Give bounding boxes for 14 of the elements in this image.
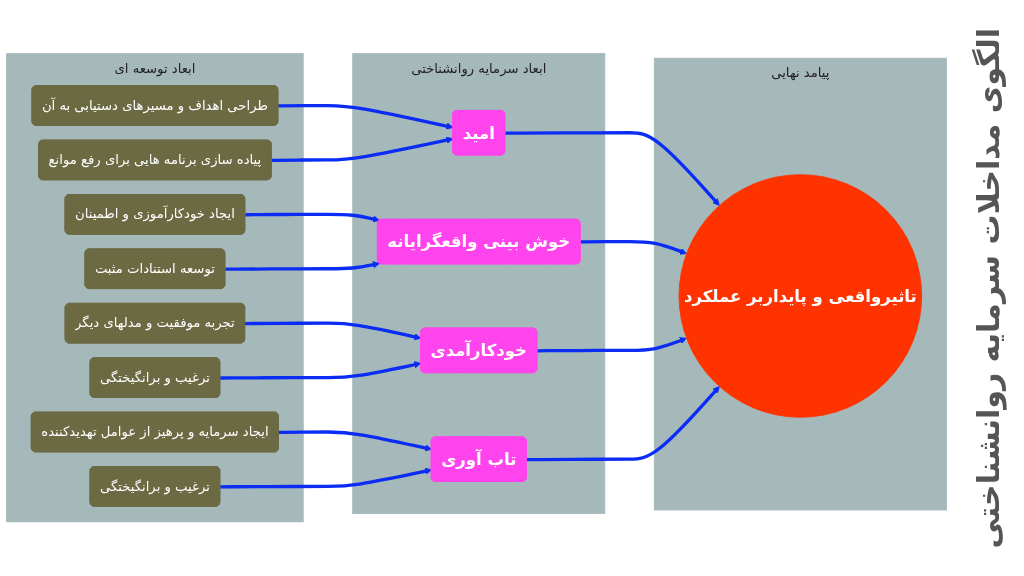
arrow	[245, 321, 422, 341]
diagram-title: الگوی مداخلات سرمایه روانشناختی	[971, 27, 1006, 549]
arrow	[537, 337, 687, 353]
arrow	[220, 467, 432, 489]
arrow	[245, 212, 380, 223]
arrow	[580, 240, 687, 255]
arrow	[225, 261, 380, 272]
arrow	[526, 386, 720, 462]
arrow	[505, 131, 720, 207]
arrow	[278, 104, 454, 130]
arrow	[271, 136, 454, 163]
node-circle: تاثیرواقعی و پایداربر عملکرد	[678, 174, 923, 418]
arrow	[220, 361, 422, 380]
arrow	[278, 430, 432, 452]
